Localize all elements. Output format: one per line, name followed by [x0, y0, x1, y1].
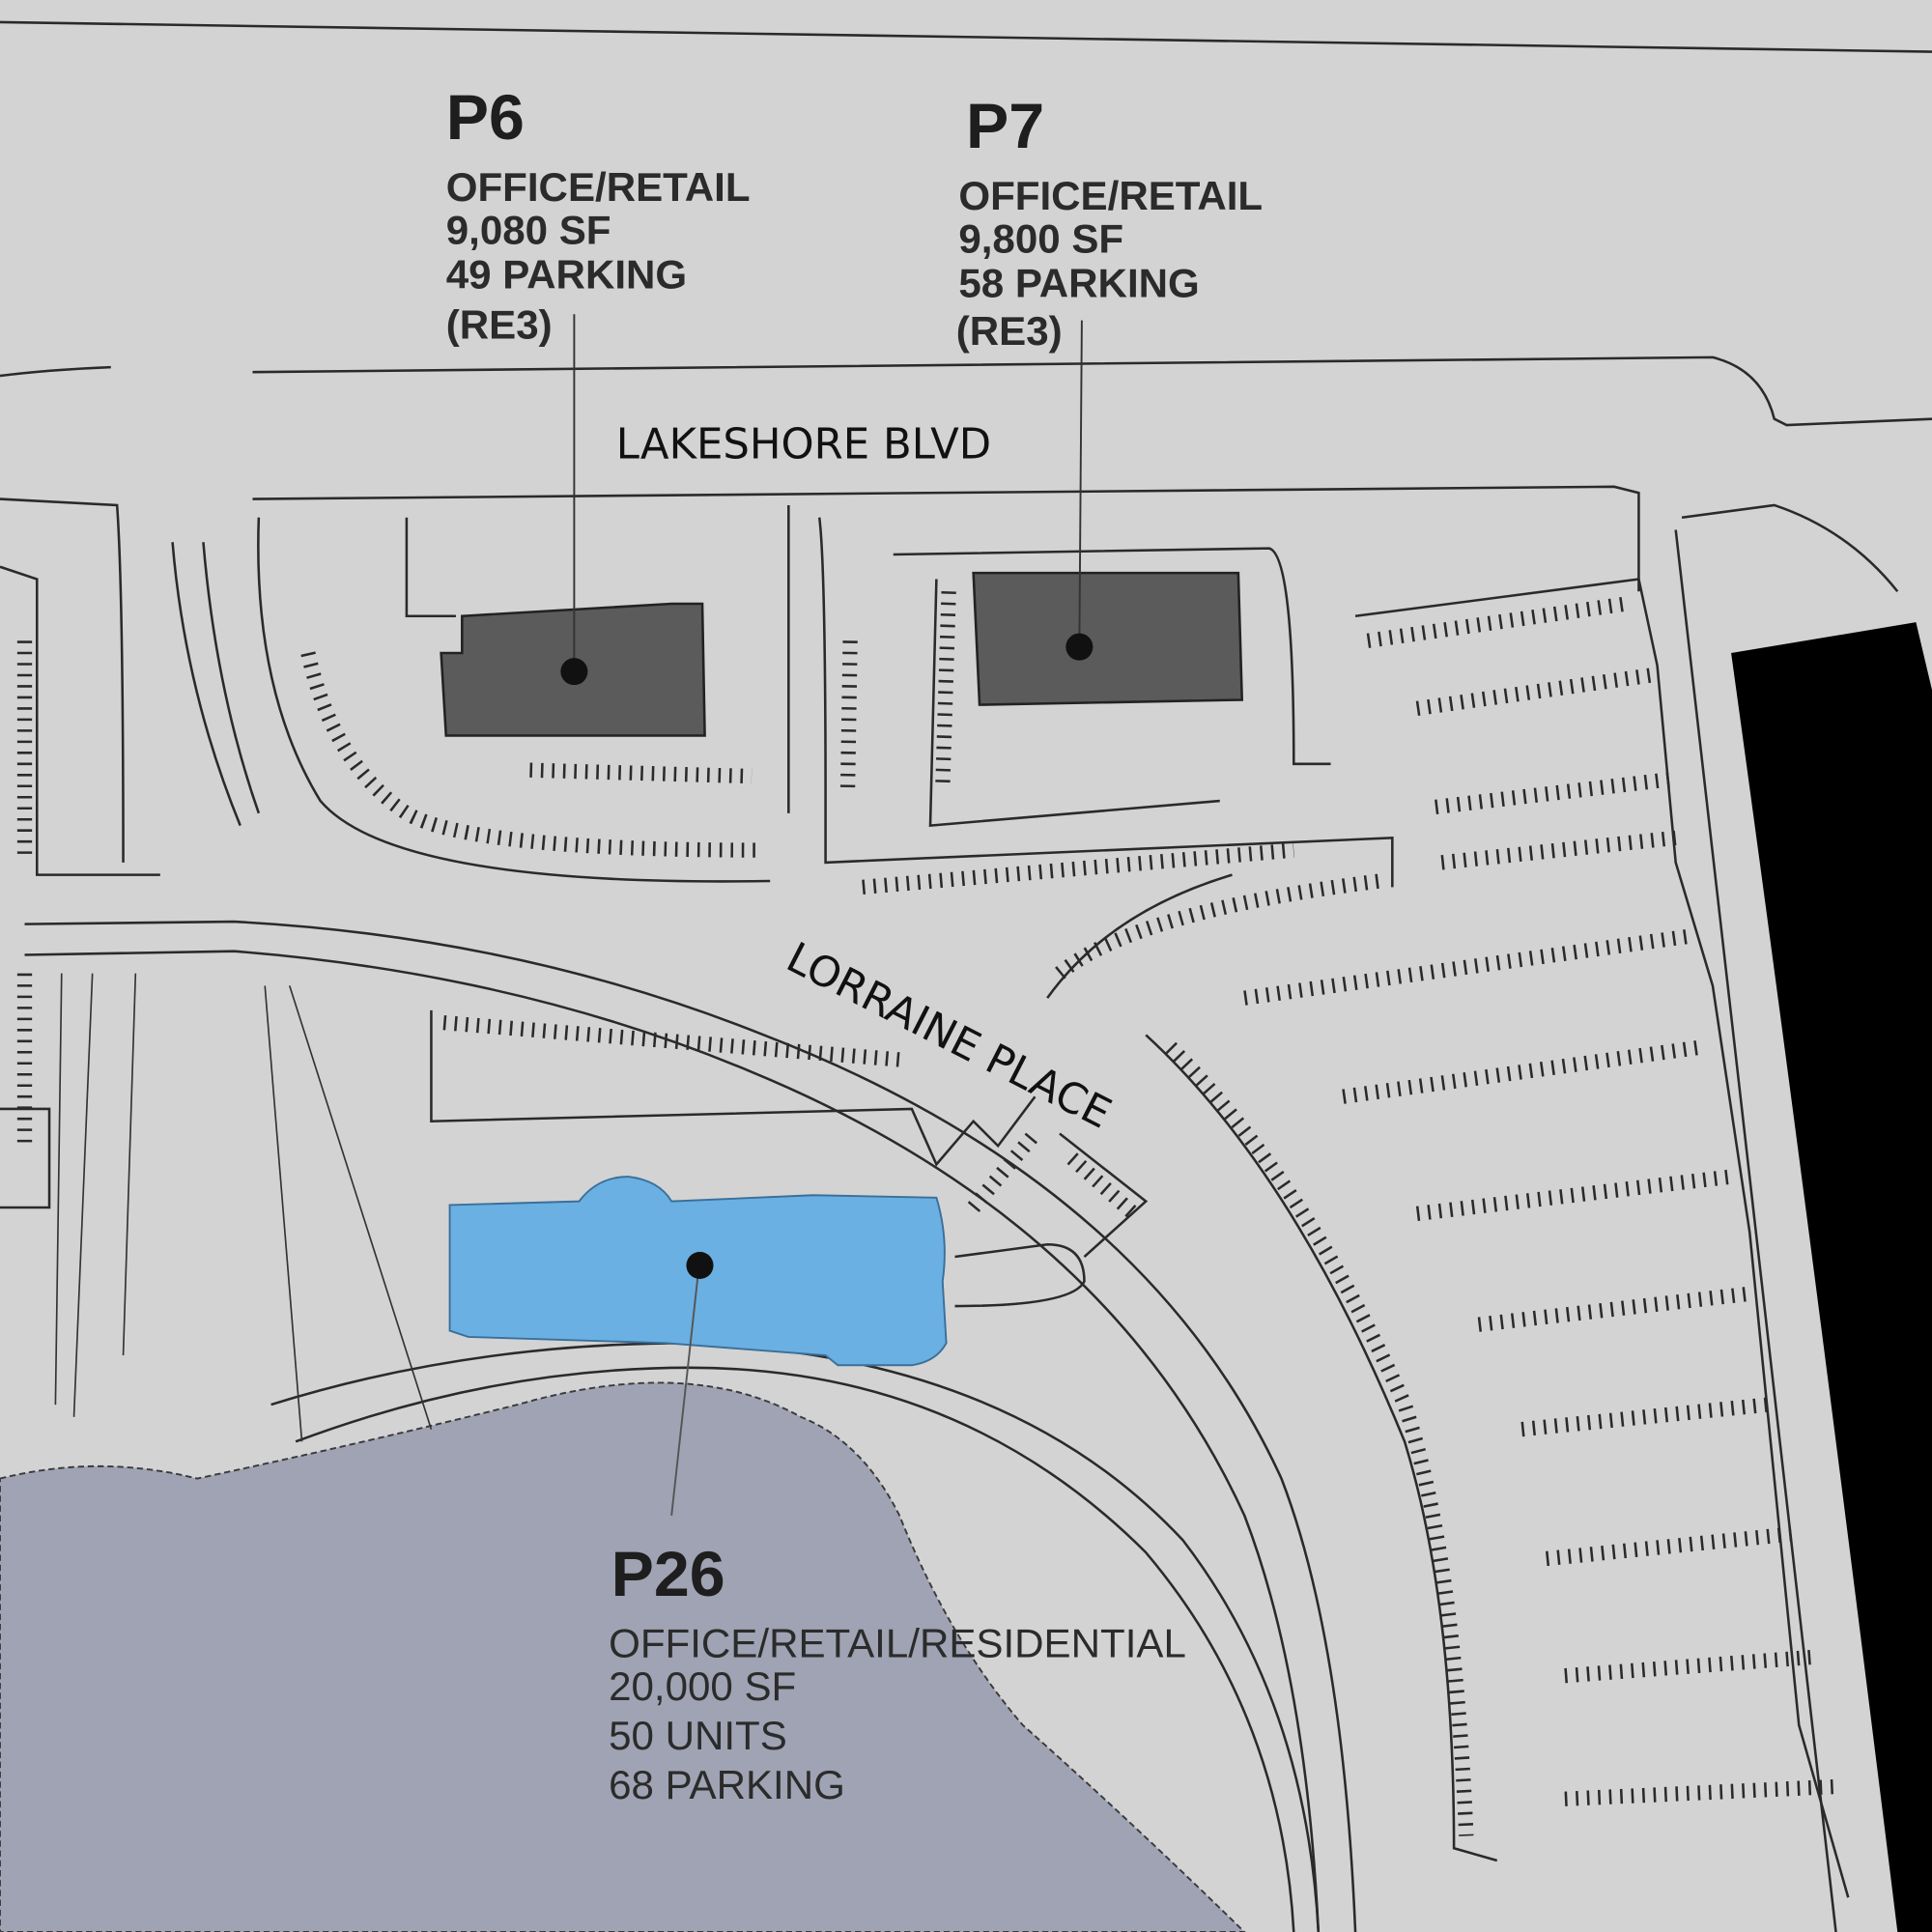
p26-lot-outline — [430, 1009, 1149, 1258]
lakeshore-blvd-label: LAKESHORE BLVD — [616, 420, 991, 469]
p26-leader-line — [670, 1268, 700, 1516]
p26-driveway — [954, 1242, 1086, 1308]
lorraine-place-centerline — [24, 950, 1321, 1932]
lorraine-place-north-edge — [24, 920, 1357, 1932]
p7-parking: 58 PARKING — [958, 260, 1199, 305]
p7-leader-line — [1078, 320, 1083, 647]
p6-label: P6 OFFICE/RETAIL 9,080 SF 49 PARKING (RE… — [446, 82, 751, 348]
p6-zoning: (RE3) — [446, 302, 553, 348]
p26-marker[interactable] — [686, 1251, 714, 1279]
p6-area: 9,080 SF — [446, 208, 611, 253]
p7-building[interactable] — [972, 571, 1244, 706]
p7-use: OFFICE/RETAIL — [958, 173, 1263, 218]
p6-id: P6 — [446, 82, 525, 154]
lorraine-place-inner-edge — [270, 1342, 1321, 1932]
east-lot-edge — [1674, 503, 1899, 1932]
p26-use: OFFICE/RETAIL/RESIDENTIAL — [609, 1621, 1186, 1666]
p26-units: 50 UNITS — [609, 1713, 787, 1758]
parking-stalls — [16, 591, 1836, 1836]
p7-marker[interactable] — [1065, 633, 1094, 661]
east-lot-rows-edge — [1354, 578, 1850, 1898]
p26-parking: 68 PARKING — [609, 1762, 845, 1807]
lakeshore-south-edge — [0, 485, 1640, 863]
p6-marker[interactable] — [560, 658, 588, 686]
p26-label: P26 OFFICE/RETAIL/RESIDENTIAL 20,000 SF … — [609, 1539, 1186, 1807]
p7-zoning: (RE3) — [956, 308, 1063, 354]
lakeshore-north-edge — [0, 355, 1932, 427]
west-walkways — [54, 973, 433, 1442]
top-boundary-line — [0, 20, 1932, 53]
water-body — [0, 1381, 1246, 1932]
lot-divider-lines — [405, 504, 1394, 888]
west-building-outline — [0, 565, 160, 1209]
p7-area: 9,800 SF — [958, 215, 1123, 261]
adjacent-black-building — [1731, 622, 1932, 1932]
p26-id: P26 — [611, 1539, 725, 1610]
east-lot-curved-edge — [1145, 1034, 1498, 1862]
p26-area: 20,000 SF — [609, 1663, 796, 1709]
lorraine-place-south-edge — [295, 1366, 1295, 1932]
p7-label: P7 OFFICE/RETAIL 9,800 SF 58 PARKING (RE… — [956, 91, 1263, 354]
p6-lot-outline — [257, 517, 771, 883]
median-island — [171, 542, 261, 827]
p7-lot-outline — [893, 547, 1331, 827]
p7-id: P7 — [966, 91, 1044, 162]
p6-parking: 49 PARKING — [446, 251, 687, 297]
p6-use: OFFICE/RETAIL — [446, 164, 751, 210]
